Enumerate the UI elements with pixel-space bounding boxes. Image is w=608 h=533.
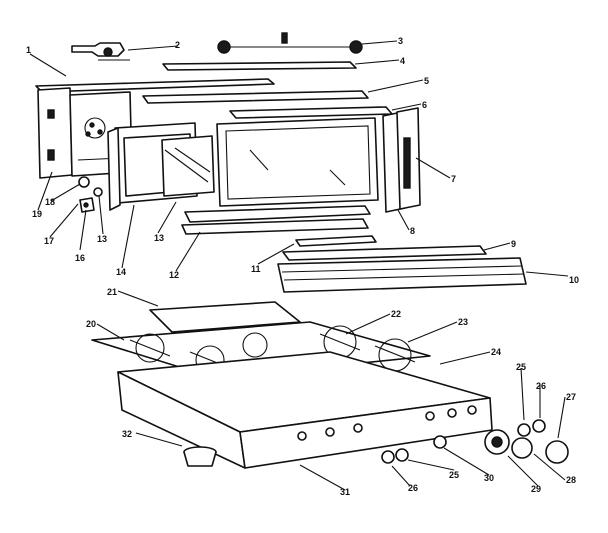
callout-4: 4	[400, 56, 405, 66]
part-12-rail-lower	[181, 218, 369, 235]
part-21-griddle	[149, 301, 301, 333]
part-32-cup	[183, 446, 217, 467]
part-11-rod	[295, 235, 377, 247]
callout-13a: 13	[154, 233, 164, 243]
callout-31: 31	[340, 487, 350, 497]
callout-7: 7	[451, 174, 456, 184]
callout-20: 20	[86, 319, 96, 329]
callout-27: 27	[566, 392, 576, 402]
callout-13b: 13	[97, 234, 107, 244]
part-1-trim	[35, 78, 275, 93]
callout-1: 1	[26, 45, 31, 55]
callout-3: 3	[398, 36, 403, 46]
part-4-strip	[162, 61, 357, 71]
control-knobs	[381, 419, 569, 464]
part-6-rail	[229, 106, 393, 119]
oven-window-glass	[216, 117, 379, 207]
callout-11: 11	[251, 264, 261, 274]
callout-19: 19	[32, 209, 42, 219]
callout-24: 24	[491, 347, 501, 357]
callout-18: 18	[45, 197, 55, 207]
callout-32: 32	[122, 429, 132, 439]
callout-9: 9	[511, 239, 516, 249]
callout-26b: 26	[408, 483, 418, 493]
callout-25b: 25	[449, 470, 459, 480]
callout-6: 6	[422, 100, 427, 110]
part-14-door-frame	[107, 122, 215, 211]
callout-2: 2	[175, 40, 180, 50]
callout-30: 30	[484, 473, 494, 483]
callout-28: 28	[566, 475, 576, 485]
callout-numbers: 1 2 3 4 5 6 7 8 9 10 11 12 13 13 14 16 1…	[26, 36, 579, 497]
callout-21: 21	[107, 287, 117, 297]
callout-8: 8	[410, 226, 415, 236]
callout-22: 22	[391, 309, 401, 319]
callout-14: 14	[116, 267, 126, 277]
callout-25a: 25	[516, 362, 526, 372]
part-9-strip	[282, 245, 487, 261]
callout-12: 12	[169, 270, 179, 280]
callout-26a: 26	[536, 381, 546, 391]
small-fittings	[78, 176, 103, 213]
part-2-valve	[71, 42, 130, 61]
callout-23: 23	[458, 317, 468, 327]
part-5-rail	[142, 90, 369, 104]
part-31-cooktop	[117, 351, 493, 469]
callout-16: 16	[75, 253, 85, 263]
callout-29: 29	[531, 484, 541, 494]
part-7-bracket	[382, 107, 421, 213]
callout-5: 5	[424, 76, 429, 86]
part-10-vent-grille	[277, 257, 527, 293]
leader-lines	[29, 40, 569, 491]
callout-17: 17	[44, 236, 54, 246]
part-12-rail	[184, 205, 371, 223]
part-3-rod	[217, 32, 363, 54]
callout-10: 10	[569, 275, 579, 285]
